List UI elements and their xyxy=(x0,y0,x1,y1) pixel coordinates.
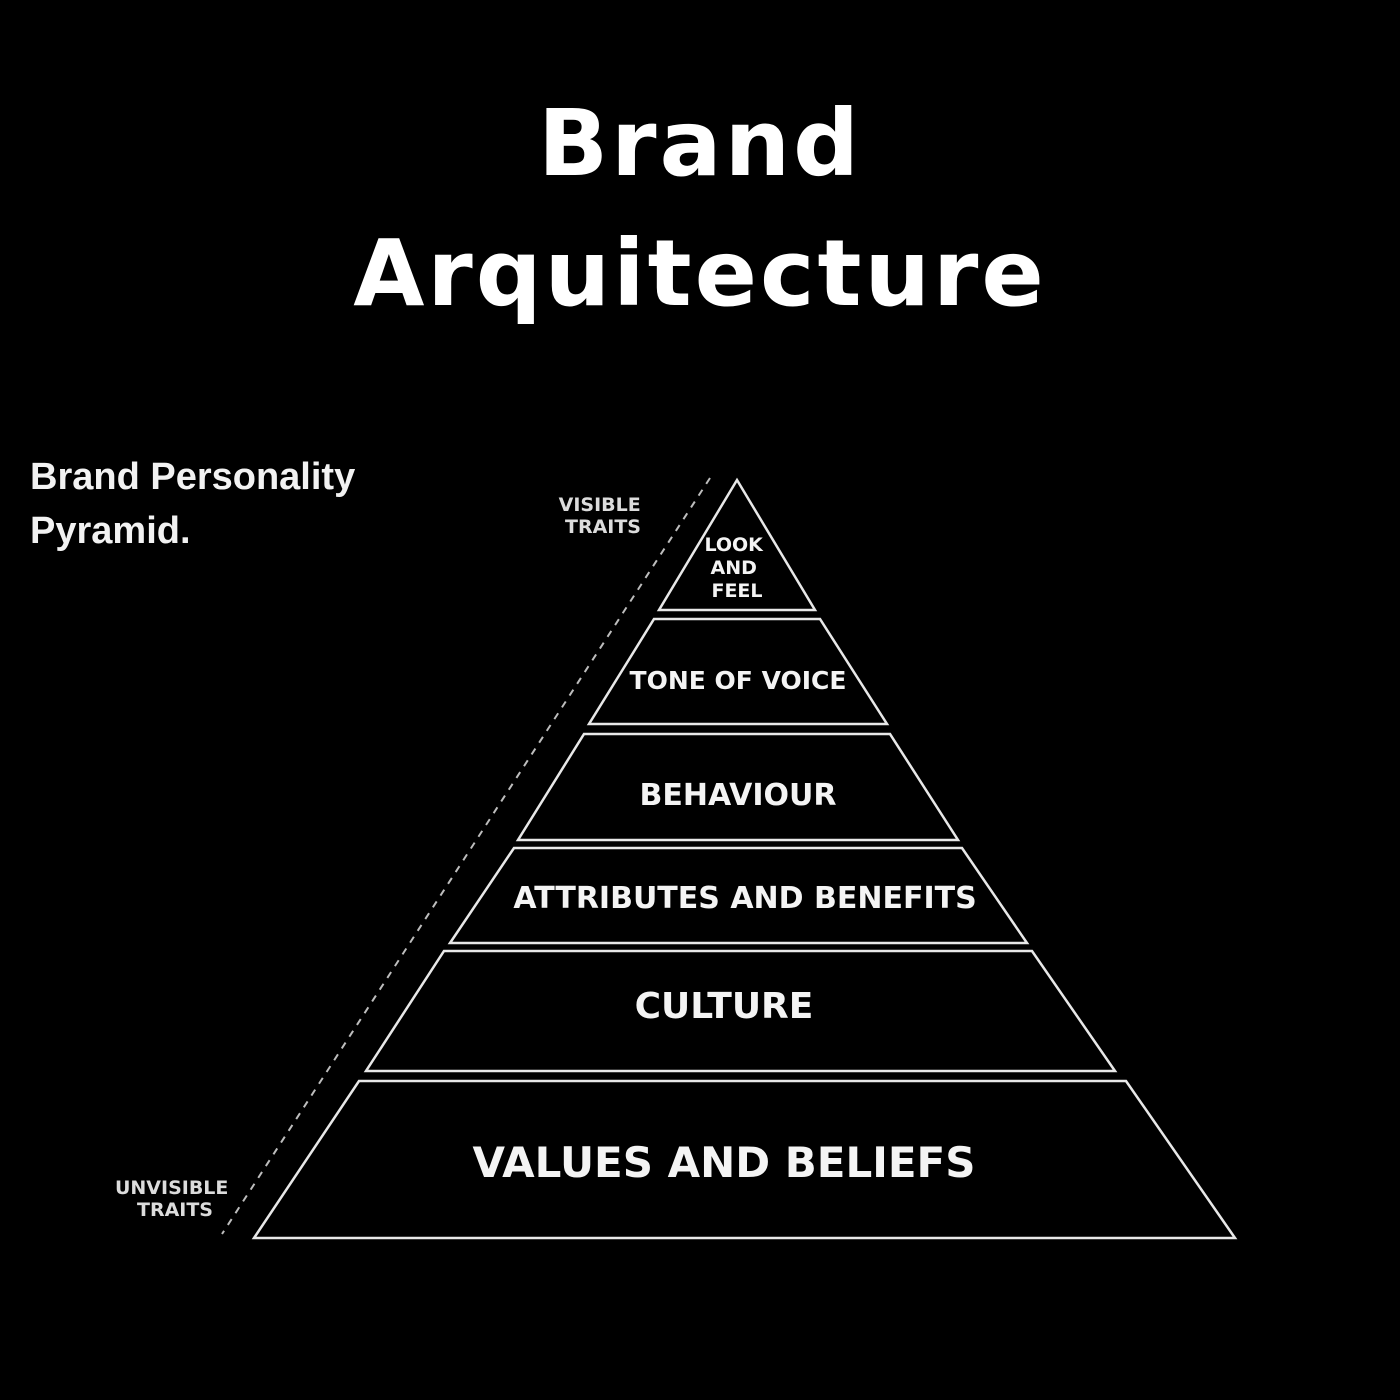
pyramid-tier-tone-of-voice xyxy=(586,617,890,726)
tier-label-attributes-and-benefits: ATTRIBUTES AND BENEFITS xyxy=(513,881,976,916)
pyramid-tier-behaviour xyxy=(515,732,961,842)
tier-label-and: AND xyxy=(710,557,756,579)
tier-label-tone-of-voice: TONE OF VOICE xyxy=(630,666,847,695)
visible-to-unvisible-guide-line xyxy=(221,477,711,1235)
title-line-1: Brand xyxy=(538,90,862,197)
tier-label-values-and-beliefs: VALUES AND BELIEFS xyxy=(473,1138,976,1187)
tier-label-look-and-feel: LOOK AND FEEL xyxy=(704,534,769,602)
visible-traits-line-1: VISIBLE xyxy=(559,494,641,516)
pyramid-tier-culture xyxy=(363,949,1118,1073)
pyramid-tier-values-and-beliefs xyxy=(251,1079,1238,1240)
pyramid-tier-look-and-feel xyxy=(656,477,818,612)
subtitle-line-1: Brand Personality xyxy=(30,456,356,498)
tier-label-feel: FEEL xyxy=(711,580,762,602)
unvisible-traits-line-1: UNVISIBLE xyxy=(115,1177,228,1199)
subtitle-line-2: Pyramid. xyxy=(30,510,191,552)
visible-traits-line-2: TRAITS xyxy=(565,516,641,538)
tier-label-behaviour: BEHAVIOUR xyxy=(640,778,837,813)
tier-label-look: LOOK xyxy=(704,534,764,556)
unvisible-traits-label: UNVISIBLE TRAITS xyxy=(115,1177,235,1221)
tier-label-culture: CULTURE xyxy=(635,986,814,1027)
pyramid-tier-attributes-and-benefits xyxy=(447,846,1030,945)
unvisible-traits-line-2: TRAITS xyxy=(137,1199,213,1221)
visible-traits-label: VISIBLE TRAITS xyxy=(559,494,648,538)
title-line-2: Arquitecture xyxy=(353,220,1047,327)
